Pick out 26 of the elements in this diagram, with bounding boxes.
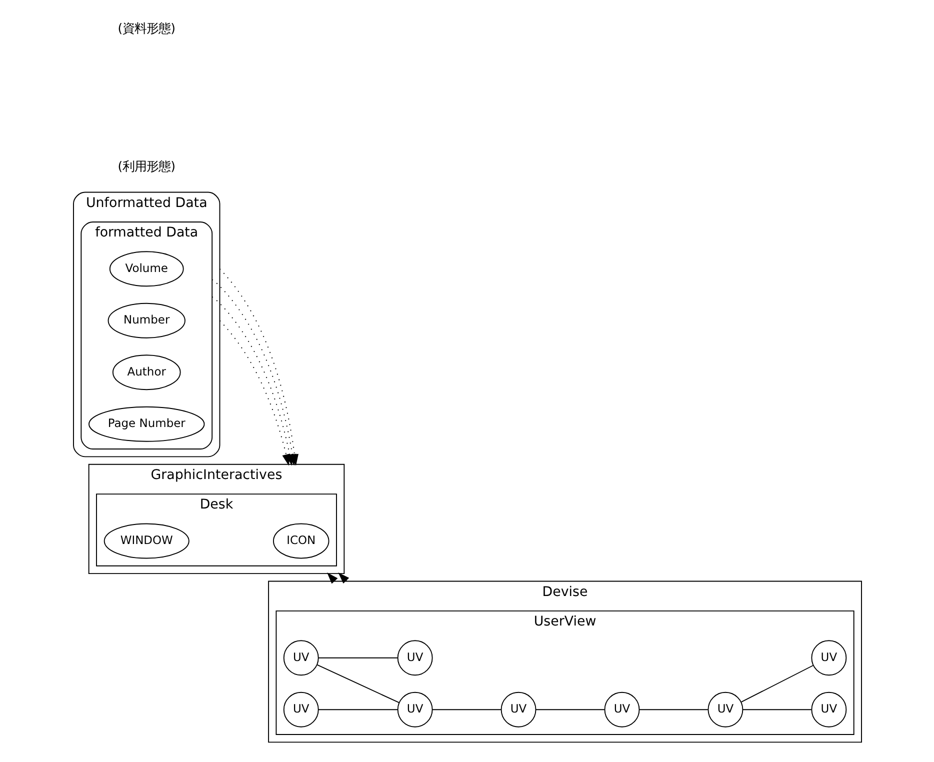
node-circle: UV: [396, 640, 432, 676]
node-ellipse: Volume: [108, 251, 184, 287]
node-circle: UV: [604, 692, 640, 728]
connector: [534, 709, 604, 710]
connector: [740, 664, 814, 702]
node-circle: UV: [282, 692, 318, 728]
connector: [316, 664, 400, 704]
node-circle: UV: [810, 692, 846, 728]
node-circle: UV: [396, 692, 432, 728]
node-ellipse: ICON: [272, 523, 329, 559]
node-circle: UV: [707, 692, 743, 728]
connector: [317, 709, 398, 710]
connector: [742, 709, 812, 710]
node-circle: UV: [810, 640, 846, 676]
node-circle: UV: [282, 640, 318, 676]
node-ellipse: Author: [112, 354, 180, 390]
connector: [431, 709, 501, 710]
label: (資料形態): [117, 20, 175, 36]
connector: [317, 657, 398, 658]
node-ellipse: Page Number: [88, 406, 204, 442]
node-circle: UV: [500, 692, 536, 728]
label: (利用形態): [117, 158, 175, 174]
node-ellipse: Number: [107, 302, 185, 338]
node-ellipse: WINDOW: [103, 523, 189, 559]
connector: [638, 709, 708, 710]
arrow: [326, 572, 338, 584]
